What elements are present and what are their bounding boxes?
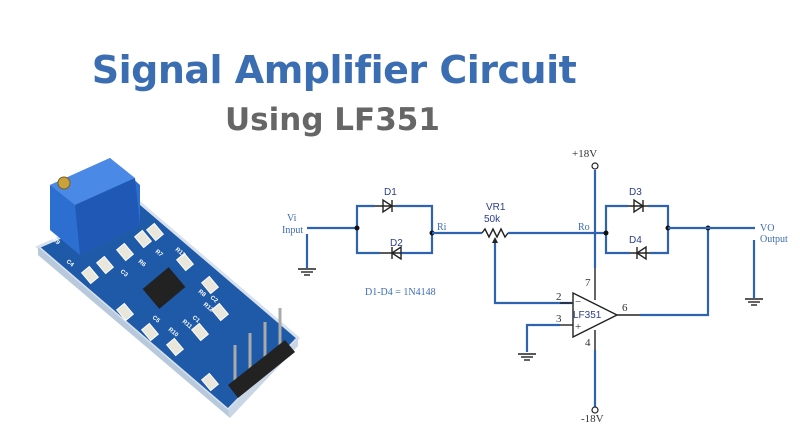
silkscreen-labels: C4 C3 R6 R7 R8 R9 R10 R11 R12 R13 C1 C2 … [51,237,219,339]
silk-label: C5 [151,315,161,325]
d4-label: D4 [629,235,642,246]
silk-label: C4 [65,259,75,269]
input-label: Input [282,225,303,236]
ground-icon [745,298,763,306]
output-label: Output [760,234,788,245]
d3-label: D3 [629,187,642,198]
opamp-lf351 [572,291,619,339]
pos-supply-label: +18V [572,148,597,160]
vo-label: VO [760,223,774,234]
diode-d3 [628,198,648,214]
pin6-label: 6 [622,302,628,314]
diode-d4 [630,245,650,261]
ground-icon [518,353,536,361]
vr1-label: VR1 [486,202,506,213]
pin4-label: 4 [585,337,591,349]
potentiometer-vr1 [481,227,509,239]
terminal-icon [591,406,599,414]
neg-supply-label: -18V [581,413,604,425]
svg-text:−: − [575,296,581,308]
silk-label: C2 [209,295,219,305]
d1-label: D1 [384,187,397,198]
silk-label: R6 [137,259,147,269]
ic-chip [142,267,186,309]
vi-label: Vi [287,213,297,224]
page-title: Signal Amplifier Circuit [91,48,577,92]
ri-label: Ri [437,222,447,233]
pin7-label: 7 [585,277,591,289]
ground-icon [298,268,316,276]
pin3-label: 3 [556,313,562,325]
diode-d1 [375,198,395,214]
silk-label: R8 [197,289,207,299]
silk-label: R7 [154,249,164,259]
page-subtitle: Using LF351 [225,102,440,138]
vr1-value: 50k [484,214,501,225]
silk-label: R9 [51,237,61,247]
trimmer-screw [57,176,71,190]
amplifier-module-photo: C4 C3 R6 R7 R8 R9 R10 R11 R12 R13 C1 C2 … [35,158,301,418]
silk-label: R11 [181,319,194,331]
smd-components [80,222,230,392]
silk-label: C1 [191,315,201,325]
diode-note: D1-D4 = 1N4148 [365,287,436,298]
diode-d2 [380,245,402,261]
opamp-label: LF351 [573,310,602,321]
d2-label: D2 [390,238,403,249]
terminal-icon [591,162,599,170]
silk-label: C3 [119,269,129,279]
pin2-label: 2 [556,291,562,303]
svg-text:+: + [575,321,581,333]
ro-label: Ro [578,222,590,233]
